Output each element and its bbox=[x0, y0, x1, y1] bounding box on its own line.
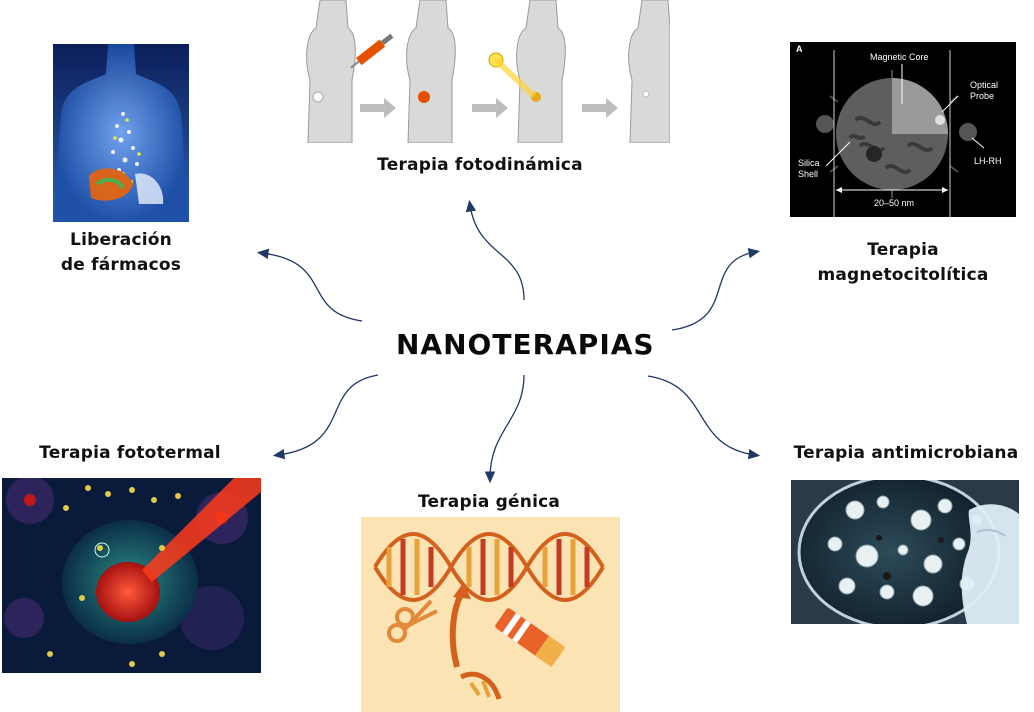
arrow-to-photodynamic bbox=[465, 199, 525, 301]
magnetocytolytic-label: Terapia magnetocitolítica bbox=[800, 238, 1006, 288]
drug-release-image bbox=[53, 44, 189, 222]
magnet-optical-label-2: Probe bbox=[970, 91, 994, 101]
gene-image bbox=[361, 517, 620, 712]
arrow-to-magnetocytolytic bbox=[671, 248, 761, 331]
photodynamic-label: Terapia fotodinámica bbox=[377, 155, 583, 175]
photothermal-label: Terapia fototermal bbox=[39, 443, 221, 463]
magnet-optical-label-1: Optical bbox=[970, 80, 998, 90]
drug-release-label-line2: de fármacos bbox=[60, 255, 182, 275]
magnetocytolytic-image: A Magnetic Core Optical Probe Silica She… bbox=[790, 42, 1016, 217]
antimicrobial-image bbox=[791, 480, 1019, 624]
magnet-panel-letter: A bbox=[796, 44, 803, 54]
arrow-to-antimicrobial bbox=[647, 375, 761, 460]
drug-release-label-line1: Liberación bbox=[70, 230, 172, 250]
photothermal-image bbox=[2, 478, 261, 673]
magnetocytolytic-label-line2: magnetocitolítica bbox=[817, 265, 989, 285]
magnet-size-label: 20–50 nm bbox=[874, 198, 914, 208]
arrow-to-gene bbox=[484, 374, 525, 484]
magnet-silica-label-1: Silica bbox=[798, 158, 820, 168]
center-title: NANOTERAPIAS bbox=[396, 328, 655, 361]
antimicrobial-label: Terapia antimicrobiana bbox=[793, 443, 1019, 463]
magnet-silica-label-2: Shell bbox=[798, 169, 818, 179]
drug-release-label: Liberación de fármacos bbox=[54, 228, 188, 278]
photodynamic-image bbox=[298, 0, 670, 143]
magnetocytolytic-label-line1: Terapia bbox=[867, 240, 939, 260]
gene-label: Terapia génica bbox=[417, 492, 561, 512]
arrow-to-photothermal bbox=[272, 374, 379, 460]
magnet-core-label: Magnetic Core bbox=[870, 52, 929, 62]
arrow-to-drug-release bbox=[256, 248, 363, 322]
magnet-lhrh-label: LH-RH bbox=[974, 156, 1002, 166]
